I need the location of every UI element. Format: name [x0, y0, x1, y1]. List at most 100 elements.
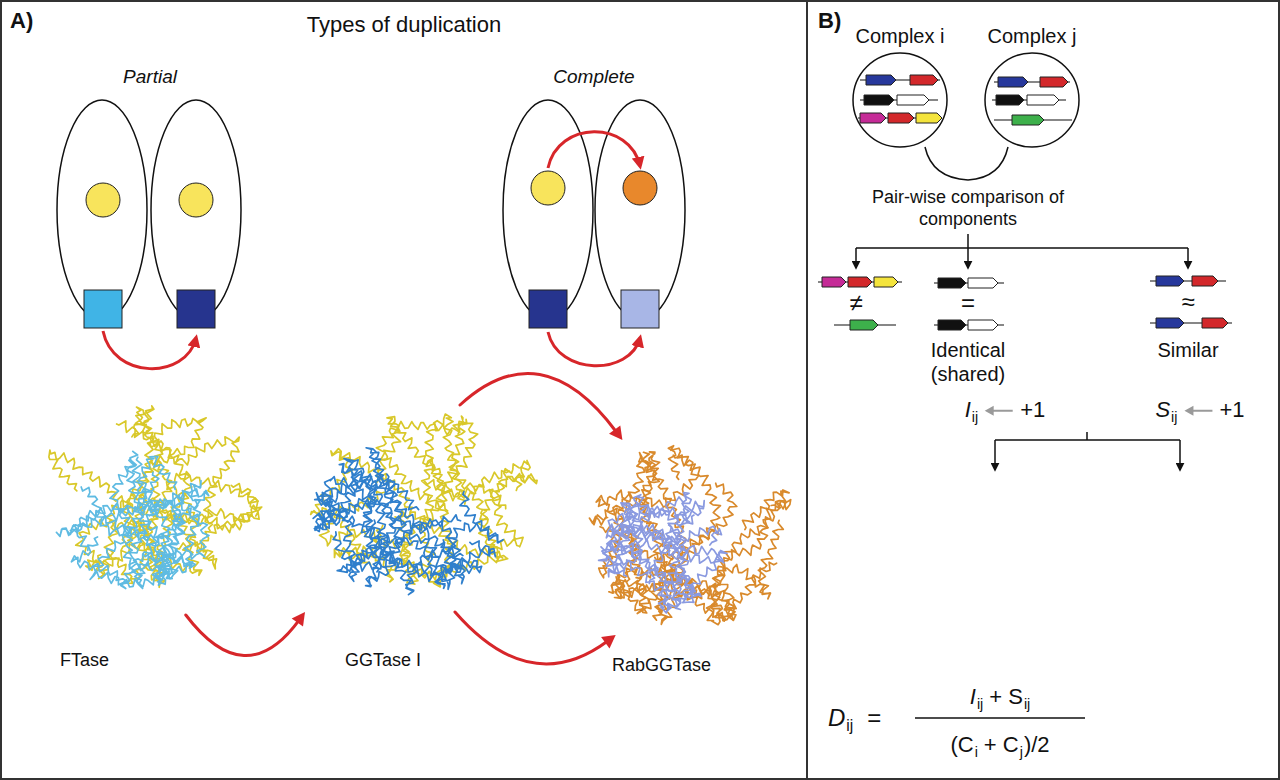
protein-chain	[313, 459, 383, 572]
assign-arrow	[984, 405, 1014, 417]
protein-chain	[70, 481, 201, 569]
circle-outline	[852, 52, 948, 148]
gene-block	[910, 75, 938, 85]
gene-block	[938, 320, 966, 330]
subscript: i	[975, 744, 978, 761]
label-group: =	[961, 289, 975, 318]
protein-chain	[395, 461, 530, 557]
node-label: Complex i	[810, 24, 990, 48]
gene-block	[996, 95, 1024, 105]
complex-circle: Complex i	[852, 52, 948, 148]
formula-term: +1	[1219, 397, 1244, 423]
gene-block	[998, 77, 1028, 87]
protein-chain	[606, 495, 692, 613]
arrow-head	[1184, 406, 1193, 416]
formula-term: +1	[1020, 397, 1045, 423]
protein-chain	[377, 417, 454, 587]
duplication-arrow	[186, 612, 305, 656]
formula-term: I	[970, 684, 976, 710]
formula-term: )/2	[1024, 732, 1050, 758]
formula-term: =	[867, 704, 881, 733]
arrow-head	[601, 635, 616, 648]
label-group: Identical (shared)	[908, 338, 1028, 386]
comparison-symbol: ≈	[1181, 288, 1194, 317]
formula-term: I	[965, 397, 971, 423]
arrow-head	[292, 612, 305, 627]
gene-block	[938, 278, 966, 288]
gene-block	[1012, 115, 1044, 125]
gene-block	[866, 75, 896, 85]
arrow-line	[460, 373, 616, 432]
gene-block	[874, 277, 898, 287]
protein-chain	[622, 503, 727, 603]
label-group: Pair-wise comparison of components	[868, 186, 1068, 230]
gene-block	[860, 113, 886, 123]
protein-figure	[25, 400, 265, 615]
protein-chain	[316, 479, 465, 584]
label-group: (Ci + Cj)/2	[950, 732, 1049, 758]
subscript: ij	[1024, 696, 1030, 713]
label-group: Dij =	[828, 704, 881, 733]
arrow-line	[186, 615, 299, 656]
outcome-label: Identical (shared)	[931, 339, 1006, 385]
circle-shape	[853, 53, 947, 147]
node-label: Types of duplication	[0, 12, 808, 38]
subscript: j	[1020, 744, 1023, 761]
panel-heading: B)	[818, 8, 841, 34]
gene-block	[1156, 276, 1184, 286]
panel-box: B)Complex iComplex j	[806, 0, 1280, 780]
formula-term: S	[1155, 397, 1170, 423]
formula-term: D	[828, 704, 845, 733]
gene-block	[1027, 95, 1059, 105]
gene-block	[848, 277, 872, 287]
subscript: ij	[972, 409, 978, 426]
gene-block	[864, 95, 894, 105]
label-group: ≈	[1181, 288, 1194, 317]
protein-chain	[337, 520, 495, 582]
panel-heading: A)	[10, 8, 33, 34]
circle-outline	[984, 52, 1080, 148]
gene-block	[850, 320, 878, 330]
comparison-symbol: =	[961, 289, 975, 318]
protein-chain	[425, 414, 509, 509]
process-label: Pair-wise comparison of components	[872, 187, 1064, 229]
arrow-line	[992, 410, 1013, 412]
node-label: RabGGTase	[612, 655, 711, 677]
assign-arrow	[1183, 405, 1213, 417]
panel-subtitle: Complete	[553, 66, 634, 89]
node-label: Complex j	[942, 24, 1122, 48]
label-group: Iij+ Sij	[970, 684, 1030, 710]
gene-block	[1156, 318, 1184, 328]
arrow-line	[455, 612, 608, 664]
subscript: ij	[977, 696, 983, 713]
subscript: ij	[846, 717, 853, 736]
label-group: Partial	[123, 66, 177, 89]
duplication-arrow	[455, 612, 616, 664]
formula-term: + S	[989, 684, 1023, 710]
circle-shape	[985, 53, 1079, 147]
protein-chain	[425, 474, 537, 562]
gene-block	[1192, 276, 1218, 286]
arrow-head	[609, 425, 622, 440]
arrow-line	[1191, 410, 1212, 412]
comparison-lines	[856, 147, 1188, 718]
protein-chain	[56, 489, 208, 551]
formula-term: (C	[950, 732, 973, 758]
comparison-symbol: ≠	[849, 289, 862, 318]
protein-structure: FTase	[25, 400, 265, 615]
gene-block	[916, 113, 942, 123]
panel-subtitle: Partial	[123, 66, 177, 89]
gene-block	[968, 278, 998, 288]
node-label: FTase	[60, 650, 109, 672]
arrow-head	[985, 406, 994, 416]
panel-box: A)Types of duplicationFTaseGGTase IRabGG…	[0, 0, 808, 780]
formula-term: + C	[984, 732, 1019, 758]
gene-block	[822, 277, 846, 287]
gene-bars	[818, 75, 1232, 330]
gene-block	[888, 113, 914, 123]
complete-duplication	[503, 100, 685, 366]
complex-circle: Complex j	[984, 52, 1080, 148]
protein-structure: GGTase I	[295, 405, 545, 612]
